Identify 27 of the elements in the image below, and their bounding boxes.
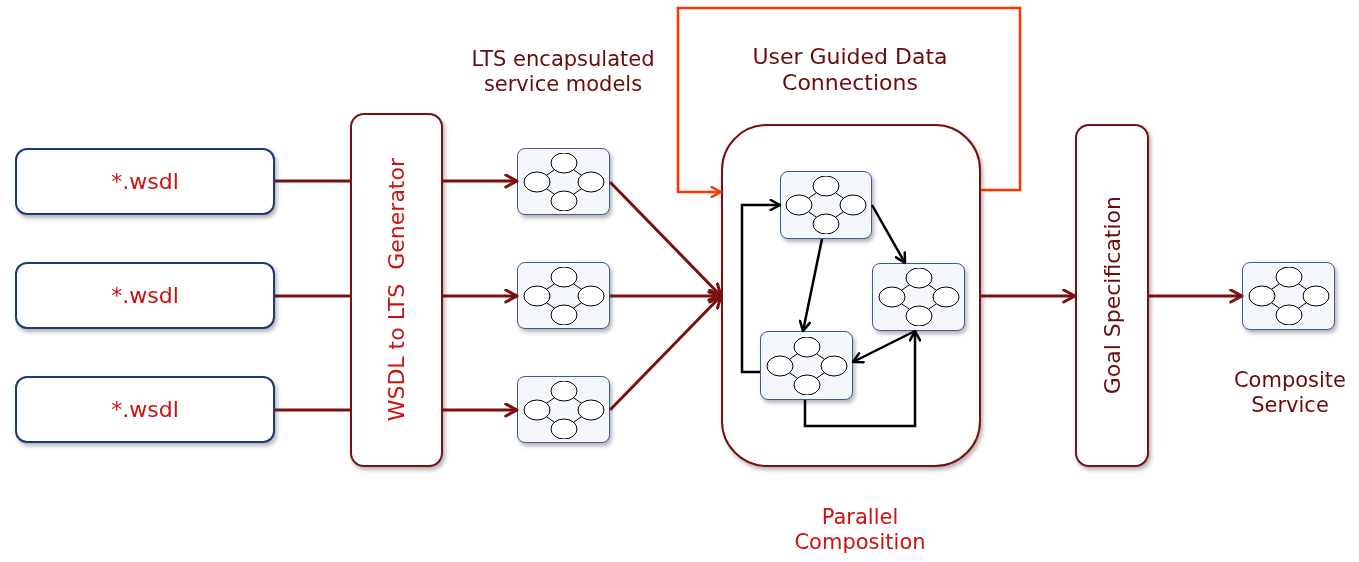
caption-text: Parallel Composition bbox=[793, 505, 927, 556]
arrow bbox=[803, 329, 922, 428]
caption-text: LTS encapsulated service models bbox=[470, 47, 656, 98]
arrow bbox=[851, 329, 916, 364]
file-label: *.wsdl bbox=[111, 397, 179, 422]
caption-text: Composite Service bbox=[1232, 368, 1348, 419]
arrow bbox=[676, 6, 1022, 199]
arrow bbox=[608, 294, 723, 412]
arrow bbox=[1149, 288, 1244, 304]
arrow bbox=[443, 173, 519, 189]
process-label: WSDL to LTS Generator bbox=[384, 158, 409, 422]
arrow bbox=[443, 402, 519, 418]
file-box bbox=[15, 262, 275, 329]
process-box bbox=[350, 113, 443, 467]
process-label: Goal Specification bbox=[1099, 196, 1125, 395]
arrow bbox=[870, 204, 907, 265]
arrow bbox=[608, 180, 723, 298]
file-box bbox=[15, 148, 275, 215]
arrow bbox=[443, 288, 519, 304]
file-box bbox=[15, 376, 275, 443]
file-label: *.wsdl bbox=[111, 169, 179, 194]
arrow bbox=[798, 238, 824, 333]
arrow bbox=[981, 288, 1077, 304]
process-box bbox=[1075, 124, 1149, 467]
composition-box bbox=[721, 124, 981, 467]
file-label: *.wsdl bbox=[111, 283, 179, 308]
arrow bbox=[740, 198, 782, 374]
